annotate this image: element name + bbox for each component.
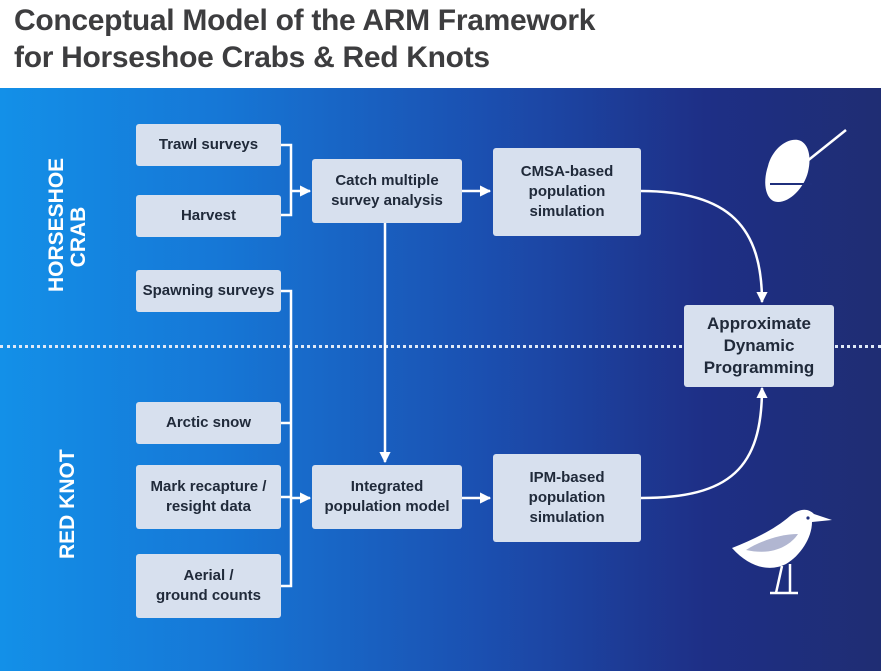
mark-recapture-label-1: Mark recapture /: [150, 478, 267, 495]
mark-recapture-label-2: resight data: [165, 498, 252, 515]
aerial-counts-label-1: Aerial /: [183, 567, 234, 584]
connector-lines: [280, 129, 847, 595]
ipm-label-2: population: [528, 489, 606, 506]
aerial-counts-box: Aerial / ground counts: [136, 554, 281, 618]
ipm-label-3: simulation: [529, 509, 605, 526]
catch-multiple-survey-analysis-box: Catch multiple survey analysis: [312, 159, 462, 223]
connector-cmsa-to-adp: [640, 189, 768, 304]
harvest-label: Harvest: [180, 207, 237, 224]
title-line-2: for Horseshoe Crabs & Red Knots: [14, 41, 490, 74]
arctic-snow-label: Arctic snow: [165, 414, 252, 431]
arctic-snow-box: Arctic snow: [136, 402, 281, 444]
trawl-surveys-box: Trawl surveys: [136, 124, 281, 166]
cmsa-label-2: population: [528, 183, 606, 200]
species-divider: [0, 345, 881, 348]
red-knot-bird-icon: [732, 509, 832, 595]
cmsa-label-1: CMSA-based: [520, 163, 614, 180]
connector-bracket-red-knot: [280, 289, 293, 588]
mark-recapture-box: Mark recapture / resight data: [136, 465, 281, 529]
connector-harvest: [280, 179, 293, 217]
spawning-surveys-box: Spawning surveys: [136, 270, 281, 312]
cmsa-population-simulation-box: CMSA-based population simulation: [493, 148, 641, 236]
ipm-population-simulation-box: IPM-based population simulation: [493, 454, 641, 542]
trawl-surveys-label: Trawl surveys: [158, 136, 259, 153]
integrated-population-model-box: Integrated population model: [312, 465, 462, 529]
catch-multiple-label-1: Catch multiple: [335, 172, 439, 189]
cmsa-label-3: simulation: [529, 203, 605, 220]
adp-label-3: Programming: [703, 358, 815, 377]
integrated-model-label-1: Integrated: [350, 478, 424, 495]
integrated-model-label-2: population model: [324, 498, 450, 515]
page-title: Conceptual Model of the ARM Framework fo…: [14, 2, 595, 76]
catch-multiple-label-2: survey analysis: [331, 192, 443, 209]
ipm-label-1: IPM-based: [529, 469, 605, 486]
adp-label-2: Dynamic: [723, 336, 795, 355]
connector-ipm-to-adp: [640, 386, 768, 500]
diagram-panel: HORSESHOE CRAB RED KNOT: [0, 88, 881, 671]
connector-trawl: [280, 143, 293, 179]
adp-label-1: Approximate: [707, 314, 811, 333]
spawning-surveys-label: Spawning surveys: [142, 282, 275, 299]
title-line-1: Conceptual Model of the ARM Framework: [14, 4, 596, 37]
harvest-box: Harvest: [136, 195, 281, 237]
aerial-counts-label-2: ground counts: [156, 587, 261, 604]
approximate-dynamic-programming-box: Approximate Dynamic Programming: [684, 305, 834, 387]
horseshoe-crab-icon: [765, 129, 847, 202]
